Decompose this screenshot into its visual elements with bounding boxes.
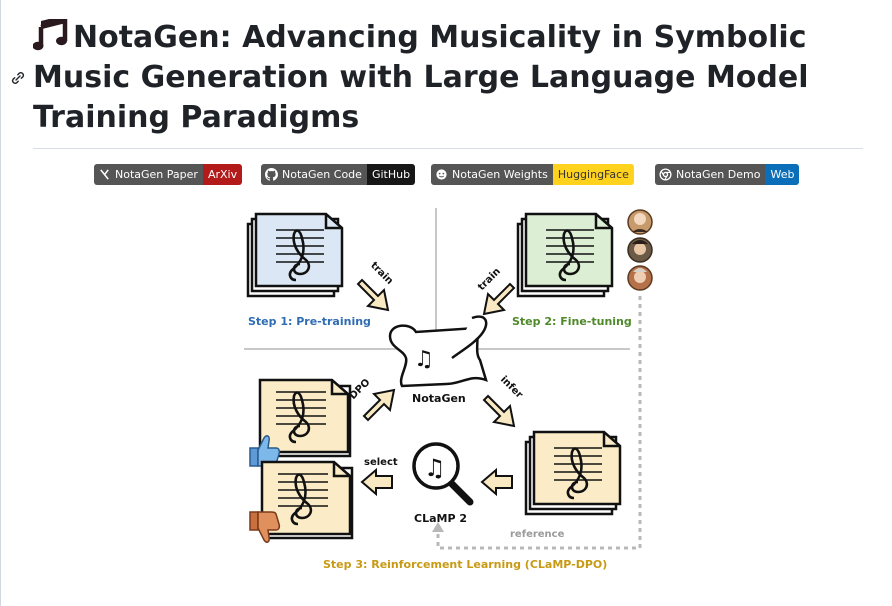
badge-label: NotaGen Demo (676, 168, 761, 181)
step1-label: Step 1: Pre-training (248, 315, 371, 328)
select-label: select (364, 457, 398, 468)
pretrain-sheets-icon (246, 212, 344, 298)
badge-row: NotaGen Paper ArXiv NotaGen Code GitHub … (0, 164, 892, 186)
link-icon[interactable] (10, 70, 26, 86)
reference-dotted-line (436, 296, 642, 550)
thumbs-up-icon (249, 435, 281, 467)
disliked-sheet-icon (260, 460, 354, 540)
reference-arrowhead (432, 522, 444, 532)
arxiv-icon (100, 169, 109, 180)
svg-text:♫: ♫ (424, 454, 446, 482)
badge-label: NotaGen Weights (452, 168, 548, 181)
badge-value: HuggingFace (552, 164, 634, 185)
infer-arrow (482, 394, 516, 428)
heading-divider (33, 148, 863, 149)
clamp-magnifier-icon: ♫ (412, 442, 474, 506)
step2-label: Step 2: Fine-tuning (512, 315, 632, 328)
left-border (0, 0, 1, 606)
page-title: NotaGen: Advancing Musicality in Symboli… (32, 15, 863, 138)
train-arrow-2 (482, 282, 516, 316)
train-arrow-1 (356, 278, 390, 312)
github-icon (265, 168, 278, 181)
reference-label: reference (510, 529, 565, 540)
badge-demo-web[interactable]: NotaGen Demo Web (655, 164, 800, 185)
badge-code-github[interactable]: NotaGen Code GitHub (261, 164, 416, 185)
badge-value: ArXiv (202, 164, 243, 185)
badge-value: GitHub (366, 164, 416, 185)
title-text: NotaGen: Advancing Musicality in Symboli… (33, 20, 809, 135)
huggingface-icon (436, 169, 447, 180)
chrome-icon (659, 168, 672, 181)
notagen-scroll-icon: ♫ (388, 315, 488, 388)
notagen-pipeline-figure: 𝄞 (240, 202, 660, 582)
badge-paper-arxiv[interactable]: NotaGen Paper ArXiv (94, 164, 243, 185)
badge-label: NotaGen Paper (115, 168, 198, 181)
scorer-label: CLaMP 2 (414, 512, 467, 525)
model-label: NotaGen (412, 392, 466, 405)
evaluate-arrow (480, 467, 513, 497)
musical-notes-icon (32, 15, 73, 58)
liked-sheet-icon (258, 378, 352, 458)
finetune-sheets-icon (516, 212, 614, 298)
badge-weights-huggingface[interactable]: NotaGen Weights HuggingFace (431, 164, 634, 185)
generated-sheets-icon (524, 430, 622, 516)
step3-label: Step 3: Reinforcement Learning (CLaMP-DP… (323, 558, 608, 571)
badge-value: Web (765, 164, 800, 185)
composer-portraits (627, 209, 653, 291)
thumbs-down-icon (249, 511, 281, 543)
badge-label: NotaGen Code (282, 168, 362, 181)
select-arrow (360, 467, 393, 497)
dpo-arrow (362, 388, 396, 422)
svg-text:♫: ♫ (414, 347, 434, 372)
